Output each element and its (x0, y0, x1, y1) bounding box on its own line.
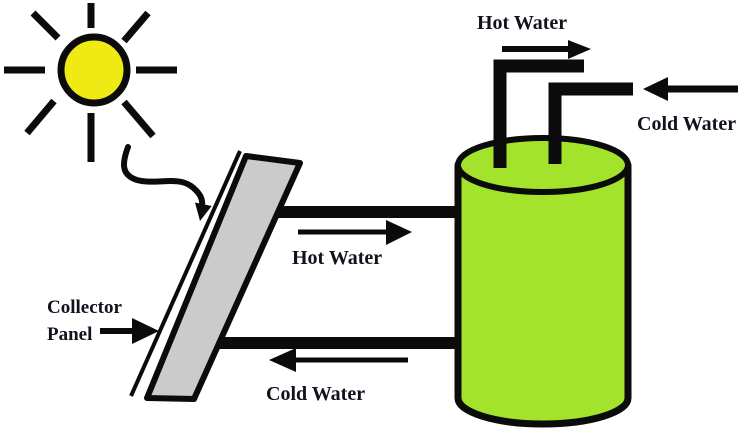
sun-ray-ne (121, 10, 151, 44)
arrow-left-icon (269, 348, 408, 372)
storage-tank (454, 135, 632, 428)
collector-panel (129, 150, 303, 402)
arrow-right-icon (100, 318, 159, 344)
sunlight-arrow-curve (120, 144, 206, 208)
sunlight-arrowhead (195, 202, 212, 221)
cold-inlet-arrowhead (643, 77, 668, 101)
hot-outlet-arrowhead (568, 40, 591, 59)
sun-ray-se (121, 99, 156, 139)
cold-water-pipe (212, 337, 475, 349)
panel-body (144, 153, 303, 402)
sun-ray-nw (30, 10, 61, 41)
collector-panel-label-line1: Collector (47, 297, 122, 318)
sun-core (57, 33, 131, 107)
arrow-right-icon (298, 220, 412, 245)
arrow-right-icon (502, 40, 591, 59)
panel-glass-line (129, 150, 242, 397)
hot-water-pipe-label: Hot Water (292, 247, 382, 269)
sun-icon (4, 3, 177, 162)
arrow-left-icon (643, 77, 738, 101)
collector-panel-label-line2: Panel (47, 324, 92, 345)
hot-water-outlet-pipe (493, 59, 584, 168)
sun-ray-sw (24, 98, 57, 136)
hot-water-pipe (268, 206, 475, 218)
tank-hot-water-label: Hot Water (477, 12, 567, 34)
hot-flow-arrowhead (386, 220, 412, 245)
cold-flow-arrowhead (269, 348, 296, 372)
tank-top (455, 135, 631, 195)
tank-body (454, 161, 632, 428)
cold-water-inlet-pipe (548, 82, 633, 164)
collector-pointer-head (132, 318, 159, 344)
sun-rays (4, 3, 177, 162)
tank-cold-water-label: Cold Water (637, 113, 736, 135)
cold-water-pipe-label: Cold Water (266, 383, 365, 405)
curved-arrow-icon (120, 144, 212, 221)
